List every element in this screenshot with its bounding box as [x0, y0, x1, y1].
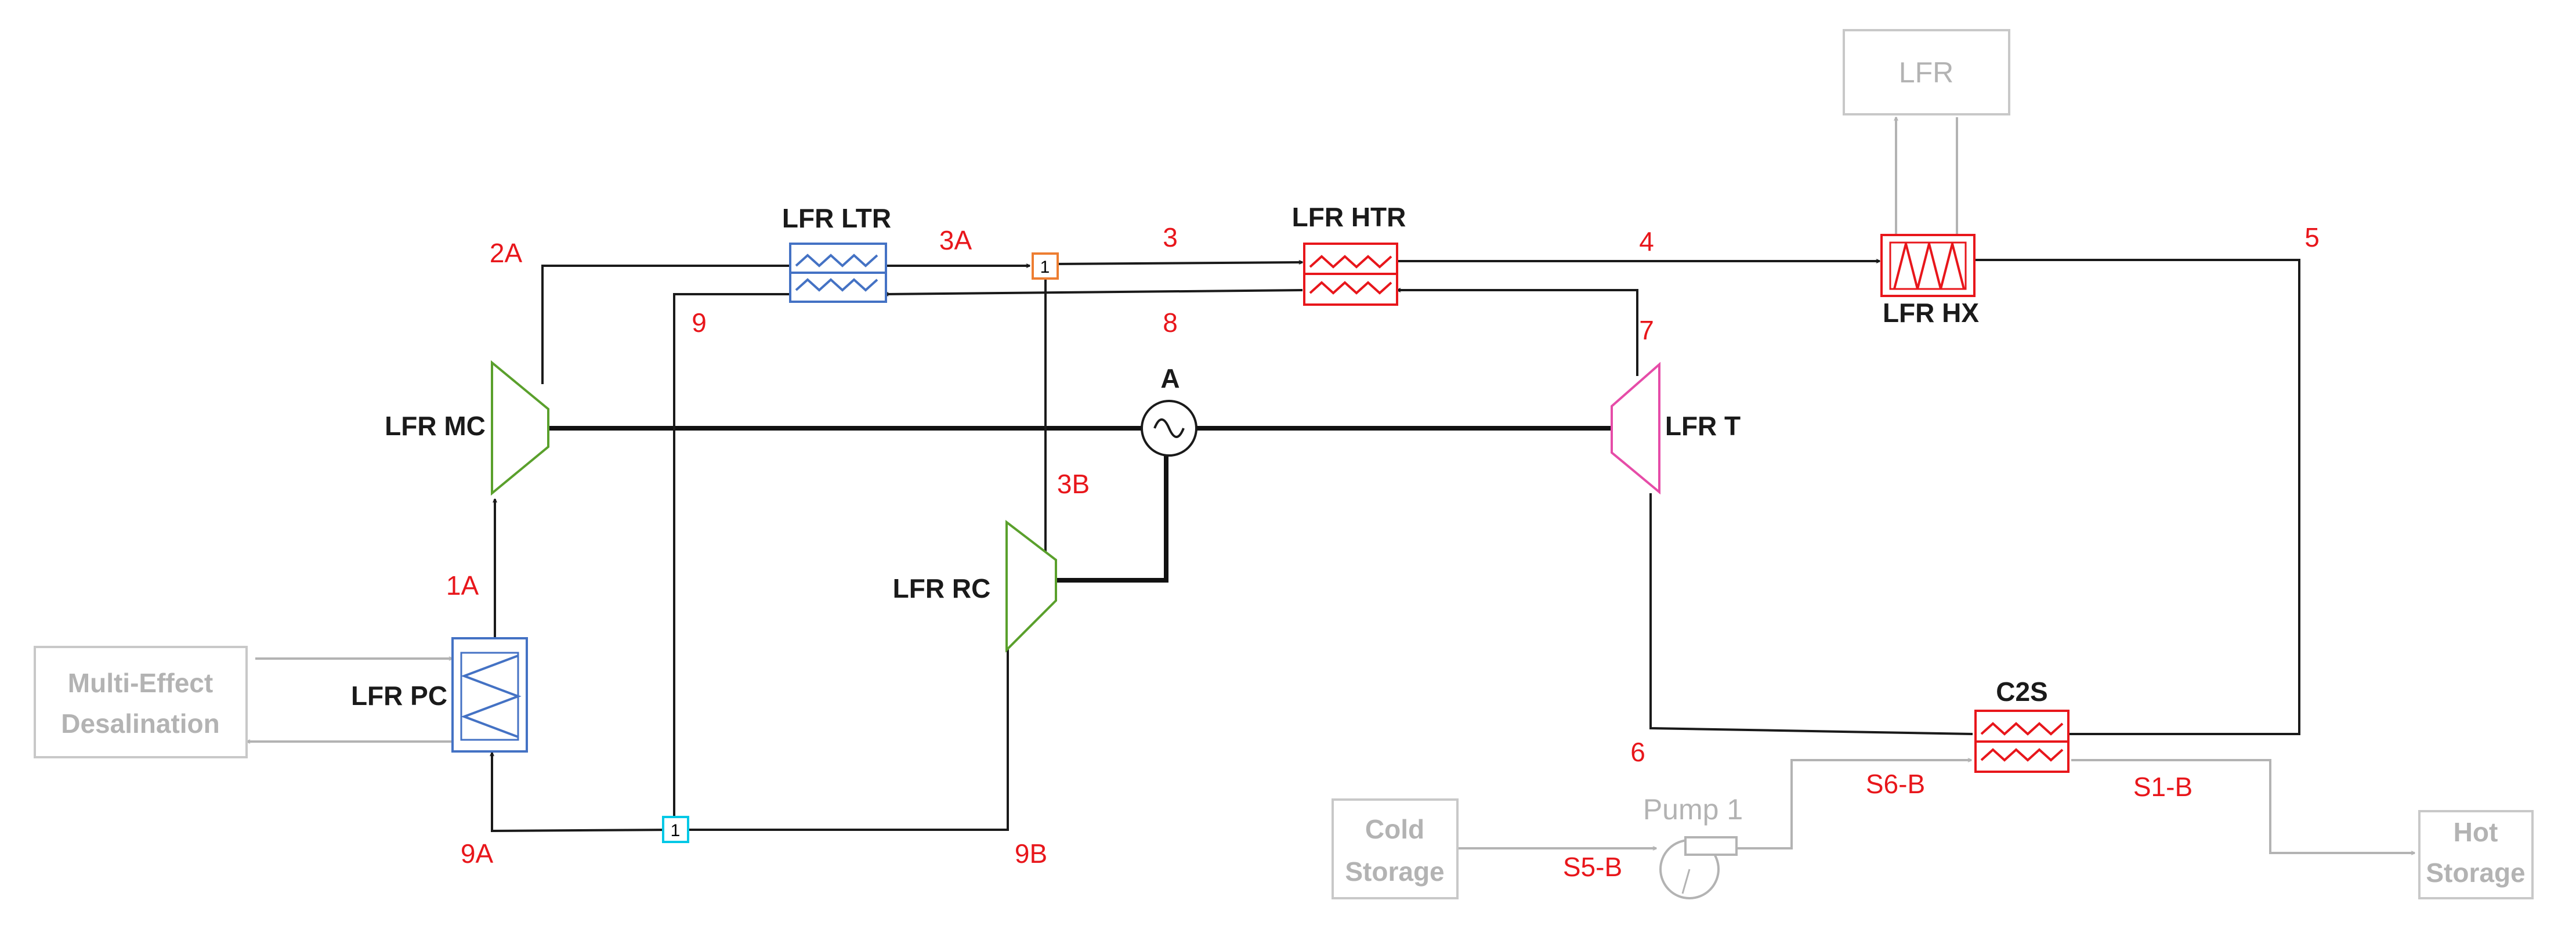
splitter-node-label: 1: [671, 821, 681, 840]
flow-S6B: [1738, 760, 1971, 849]
state-5: 5: [2304, 222, 2320, 252]
mixer-node-label: 1: [1040, 258, 1050, 277]
state-S5B: S5-B: [1563, 852, 1622, 882]
lfr-source-box[interactable]: [1843, 29, 2010, 115]
state-3A: 3A: [939, 225, 972, 255]
cold-storage-box[interactable]: [1332, 798, 1459, 899]
lfr-rc-compressor[interactable]: [1005, 519, 1057, 653]
splitter-node[interactable]: [662, 816, 689, 843]
pump-label: Pump 1: [1643, 793, 1743, 826]
cold-storage-line2: Storage: [1345, 856, 1444, 887]
flow-9B: [680, 644, 1008, 831]
pump-icon[interactable]: [1659, 836, 1738, 899]
hot-storage-line1: Hot: [2454, 817, 2498, 847]
generator-icon[interactable]: [1141, 400, 1197, 457]
lfr-t-label: LFR T: [1665, 411, 1741, 441]
state-S6B: S6-B: [1866, 769, 1925, 799]
state-7: 7: [1639, 315, 1654, 345]
lfr-htr-label: LFR HTR: [1292, 202, 1406, 232]
lfr-hx-heat-exchanger[interactable]: [1880, 234, 1976, 297]
lfr-pc-label: LFR PC: [351, 681, 447, 711]
c2s-heat-exchanger[interactable]: [1974, 710, 2070, 773]
flow-3: [1052, 262, 1303, 265]
generator-label: A: [1160, 363, 1180, 393]
state-3B: 3B: [1057, 469, 1090, 499]
flow-7: [1397, 290, 1638, 376]
state-9A: 9A: [461, 838, 494, 869]
mixer-node[interactable]: [1032, 252, 1059, 280]
state-9: 9: [692, 308, 707, 338]
med-box[interactable]: [34, 646, 248, 758]
med-label-line2: Desalination: [61, 708, 220, 739]
lfr-rc-label: LFR RC: [893, 573, 991, 603]
rc-shaft: [1056, 446, 1168, 583]
lfr-source-label: LFR: [1899, 56, 1953, 89]
state-3: 3: [1163, 222, 1178, 252]
lfr-t-turbine[interactable]: [1611, 361, 1660, 495]
lfr-ltr-label: LFR LTR: [782, 203, 891, 233]
lfr-htr-recuperator[interactable]: [1303, 243, 1398, 306]
flow-9: [673, 293, 790, 821]
state-6: 6: [1630, 737, 1645, 767]
flow-2A: [541, 266, 794, 384]
flow-9A: [492, 753, 671, 833]
state-4: 4: [1639, 226, 1654, 256]
med-label-line1: Multi-Effect: [68, 668, 213, 698]
state-S1B: S1-B: [2133, 772, 2193, 802]
state-9B: 9B: [1015, 838, 1047, 869]
state-1A: 1A: [446, 570, 479, 601]
state-8: 8: [1163, 308, 1178, 338]
lfr-mc-compressor[interactable]: [491, 360, 549, 496]
flow-8: [885, 289, 1303, 294]
hot-storage-box[interactable]: [2418, 810, 2534, 899]
lfr-mc-label: LFR MC: [385, 411, 486, 441]
flow-S1B: [2071, 759, 2415, 853]
c2s-label: C2S: [1996, 677, 2047, 707]
flow-5: [1976, 259, 2300, 734]
cold-storage-line1: Cold: [1365, 814, 1424, 844]
lfr-pc-precooler[interactable]: [451, 637, 528, 753]
lfr-ltr-recuperator[interactable]: [789, 243, 887, 303]
hot-storage-line2: Storage: [2426, 858, 2525, 888]
flow-6: [1649, 493, 1973, 735]
state-2A: 2A: [490, 238, 523, 268]
lfr-hx-label: LFR HX: [1883, 298, 1979, 328]
